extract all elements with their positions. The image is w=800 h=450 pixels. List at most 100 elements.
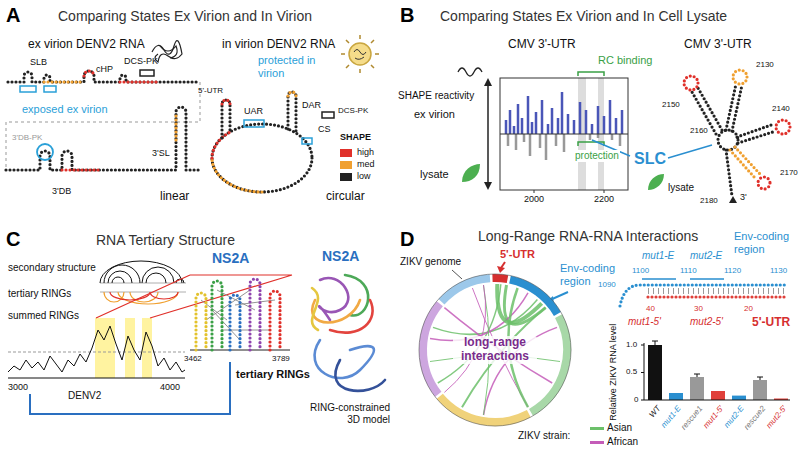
position-number: 1100 (632, 266, 649, 275)
tick-label: rescue2 (742, 404, 767, 432)
region-label: 5'-UTR (500, 248, 535, 261)
legend-label: low (357, 171, 371, 181)
ns2a-structure (190, 279, 290, 350)
panel-title: Comparing States Ex Virion and In Virion (58, 8, 312, 24)
center-label: long-range interactions (453, 336, 537, 364)
track-label: secondary structure (8, 262, 96, 274)
position-number: 2170 (780, 168, 798, 177)
axis-label: Relative ZIKV RNA level (609, 323, 619, 420)
panel-letter: B (400, 4, 414, 27)
legend-label: high (357, 147, 374, 157)
callout-label: protection (574, 150, 620, 162)
position-number: 1120 (724, 266, 741, 275)
mutation-label: mut2-5' (690, 316, 723, 328)
structure-label: 3'DB-PK (12, 133, 42, 142)
callout-label: exposed ex virion (22, 103, 108, 116)
legend-label: med (357, 159, 375, 169)
structure-label: CS (318, 124, 331, 134)
position-number: 3462 (184, 354, 202, 363)
tick-label: 1.0 (626, 340, 637, 349)
position-number: 2180 (700, 196, 718, 205)
structure-label: DAR (302, 100, 321, 110)
callout-label: protected in virion (258, 54, 320, 79)
structure-label: 3'DB (52, 186, 71, 196)
tick-label: 2000 (524, 194, 544, 204)
panel-letter: D (400, 228, 414, 251)
shape-reactivity-chart (458, 68, 712, 193)
position-number: 1110 (680, 266, 697, 275)
callout-label: SLC (634, 150, 666, 168)
legend-swatch (340, 173, 352, 181)
panel-letter: C (6, 228, 20, 251)
virion-icon (341, 35, 379, 73)
track-label: tertiary RINGs (8, 288, 71, 300)
panel-title: Comparing States Ex Virion and In Cell L… (440, 8, 727, 24)
legend-title: ZIKV strain: (518, 430, 570, 442)
genome-circle: long-range interactions (417, 272, 573, 428)
callout-label: RC binding (598, 54, 652, 67)
bar-chart (641, 341, 790, 400)
structure-label: DCS-PK (338, 106, 368, 115)
axis-label: ex virion (414, 108, 455, 121)
position-number: 1090 (598, 280, 616, 289)
tick-label: mut2-5' (764, 404, 788, 430)
state-label: lysate (668, 182, 694, 194)
structure-label: 3' (740, 192, 747, 202)
tick-label: 0 (634, 395, 638, 404)
linear-rna-structure (6, 70, 200, 170)
position-number: 1130 (770, 266, 787, 275)
tick-label: WT (647, 404, 662, 419)
position-number: 40 (646, 304, 655, 313)
structure-label: DCS-PK (124, 56, 158, 66)
ns2a-3d-model (312, 275, 385, 391)
legend-swatch (340, 149, 352, 157)
ring-arc-plots (8, 261, 292, 414)
chart-title: CMV 3'-UTR (508, 38, 576, 52)
slc-structure (648, 70, 790, 203)
structure-label: UAR (244, 106, 263, 116)
legend-title: SHAPE (340, 132, 371, 142)
callout-label: tertiary RINGs (236, 368, 310, 381)
panel-title: Long-Range RNA-RNA Interactions (478, 228, 698, 244)
mutation-label: mut2-E (690, 250, 722, 262)
position-number: 2140 (772, 104, 790, 113)
tick-label: rescue1 (679, 404, 704, 432)
tick-label: mut1-5' (701, 404, 725, 430)
structure-label: cHP (96, 64, 113, 74)
callout-label: ZIKV genome (400, 256, 461, 268)
state-label: in virion DENV2 RNA (222, 38, 335, 52)
position-number: 20 (744, 304, 753, 313)
rna-duplex (620, 279, 788, 306)
chart-title: CMV 3'-UTR (684, 38, 752, 52)
legend-swatch (590, 441, 604, 444)
circular-rna-structure (212, 92, 334, 192)
position-number: 30 (694, 304, 703, 313)
mutation-label: mut1-E (642, 250, 674, 262)
caption-label: RING-constrained 3D model (304, 402, 390, 425)
region-label: NS2A (322, 248, 359, 264)
structure-label: SLB (30, 57, 47, 67)
legend-label: African (607, 436, 638, 448)
structure-label: 3'SL (152, 148, 170, 158)
legend-swatch (590, 427, 604, 430)
state-label: circular (326, 190, 365, 204)
tick-label: 4000 (160, 382, 180, 392)
state-label: ex virion DENV2 RNA (28, 38, 145, 52)
position-number: 3789 (272, 354, 290, 363)
region-label: Env-coding region (734, 230, 798, 255)
legend-label: Asian (607, 422, 632, 434)
axis-label: SHAPE reactivity (398, 90, 474, 102)
structure-label: 5'-UTR (198, 86, 223, 95)
tick-label: 2200 (594, 194, 614, 204)
panel-letter: A (6, 4, 20, 27)
track-label: summed RINGs (8, 310, 79, 322)
axis-label: DENV2 (68, 390, 101, 402)
position-number: 2160 (690, 126, 708, 135)
position-number: 2130 (756, 60, 774, 69)
tick-label: 3000 (8, 382, 28, 392)
legend-swatch (340, 161, 352, 169)
panel-title: RNA Tertiary Structure (96, 232, 235, 248)
region-label: 5'-UTR (752, 316, 790, 330)
